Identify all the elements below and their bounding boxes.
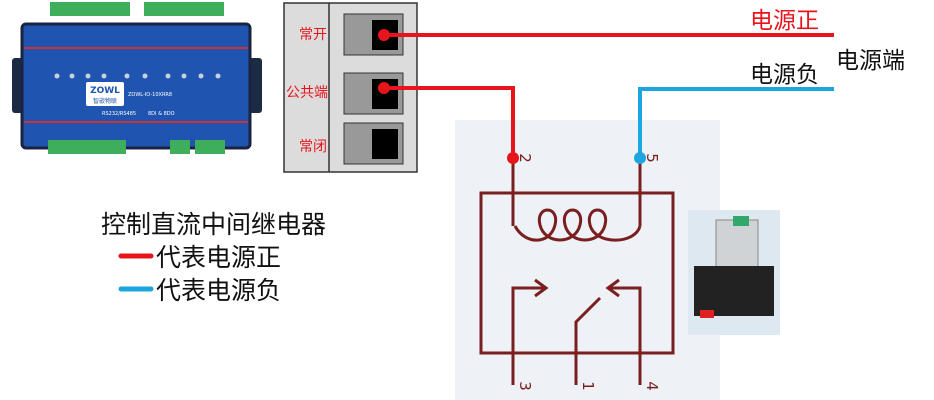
no-contact [605, 278, 642, 385]
negative-supply-wire [638, 87, 834, 158]
relay-photo [688, 210, 780, 335]
pin-label-5: 5 [643, 153, 661, 163]
relay-terminal-block: 常开 公共端 常闭 [283, 2, 418, 173]
io-text: 8DI & 8DO [148, 111, 175, 117]
pin-label-3: 3 [516, 381, 534, 391]
label-normally-open: 常开 [299, 27, 327, 43]
power-positive-label: 电源正 [750, 8, 819, 34]
label-normally-closed: 常闭 [299, 139, 327, 155]
power-terminal-label: 电源端 [836, 48, 905, 74]
relay-schematic [479, 158, 675, 385]
pin-label-4: 4 [643, 381, 661, 391]
brand-cn-text: 智嵌物联 [93, 97, 117, 105]
label-common: 公共端 [286, 85, 328, 101]
terminal-com [343, 72, 404, 115]
nc-contact [511, 278, 549, 385]
common-to-coil-wire [384, 86, 515, 158]
brand-logo [86, 82, 124, 106]
legend: 控制直流中间继电器 代表电源正 代表电源负 [101, 210, 326, 305]
pin2-dot [507, 152, 519, 164]
legend-item-negative: 代表电源负 [156, 276, 281, 305]
power-negative-label: 电源负 [750, 62, 819, 88]
coil-symbol [513, 208, 642, 242]
pin-label-2: 2 [516, 153, 534, 163]
common-contact [574, 296, 602, 385]
io-controller-device: ZOWL 智嵌物联 ZOWL-IO-10XRR8 RS232/RS485 8DI… [12, 2, 262, 154]
schematic-panel [455, 120, 720, 400]
legend-title: 控制直流中间继电器 [101, 210, 326, 239]
pin5-dot [634, 152, 646, 164]
com-terminal-dot [378, 82, 390, 94]
brand-text: ZOWL [90, 86, 120, 96]
no-terminal-dot [378, 29, 390, 41]
interface-text: RS232/RS485 [102, 111, 136, 117]
terminal-nc [343, 122, 404, 165]
legend-item-positive: 代表电源正 [156, 243, 281, 272]
positive-wires [384, 33, 834, 158]
model-text: ZOWL-IO-10XRR8 [128, 92, 172, 98]
pin-label-1: 1 [579, 381, 597, 391]
